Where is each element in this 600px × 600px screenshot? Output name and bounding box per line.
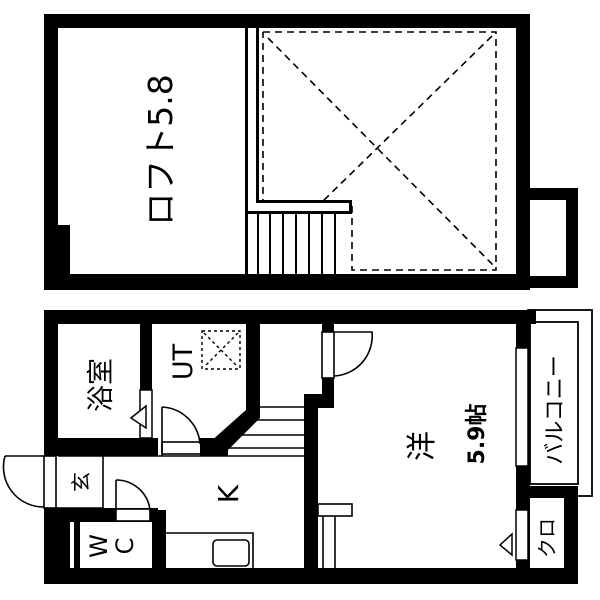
- balcony-label: バルコニー: [543, 355, 568, 465]
- entrance-label: 玄: [69, 472, 93, 492]
- loft-side-box-right: [566, 188, 578, 288]
- upper-floor: ロフト5.8: [44, 14, 578, 290]
- loft-wall-bottom: [44, 274, 530, 290]
- wc-door[interactable]: [115, 479, 151, 522]
- loft-wall-right: [516, 14, 530, 290]
- kitchen-label: K: [212, 484, 245, 503]
- kitchen-counter: [166, 532, 254, 570]
- shelf: [317, 503, 353, 568]
- loft-wall-stub: [58, 225, 70, 275]
- stairs-top: [257, 214, 336, 274]
- utility-label: UT: [168, 343, 199, 380]
- loft-side-box-bottom: [530, 276, 578, 288]
- closet-wall-top: [516, 486, 578, 498]
- void-area-symbol: [262, 31, 497, 271]
- ut-door[interactable]: [161, 406, 203, 456]
- wall-left-lower: [44, 507, 58, 584]
- entrance-door[interactable]: [2, 455, 57, 509]
- stairs-bottom: [226, 406, 304, 449]
- washer-space-symbol: [201, 330, 241, 370]
- loft-wall-left: [44, 14, 58, 290]
- loft-label: ロフト5.8: [141, 74, 180, 225]
- wall-top: [44, 310, 536, 324]
- closet-triangle-marker: [498, 532, 513, 557]
- western-room-size: 5.9帖: [465, 404, 490, 465]
- bathroom-label: 浴室: [86, 358, 117, 412]
- wall-left-upper: [44, 310, 58, 456]
- toilet-label-c: C: [111, 538, 139, 555]
- lower-floor: 浴室 UT 玄 W C K 洋 5.9帖 バルコニー クロ: [2, 309, 593, 584]
- bath-triangle-marker: [129, 404, 147, 430]
- closet-door[interactable]: [515, 509, 529, 561]
- loft-wall-top: [44, 14, 530, 28]
- balcony-window[interactable]: [515, 347, 529, 467]
- western-room-label: 洋: [405, 431, 440, 461]
- wall-bottom: [44, 568, 578, 584]
- closet-label: クロ: [535, 518, 559, 558]
- western-room-door[interactable]: [321, 331, 373, 379]
- closet-wall-right: [564, 488, 578, 584]
- toilet-label-w: W: [85, 534, 113, 558]
